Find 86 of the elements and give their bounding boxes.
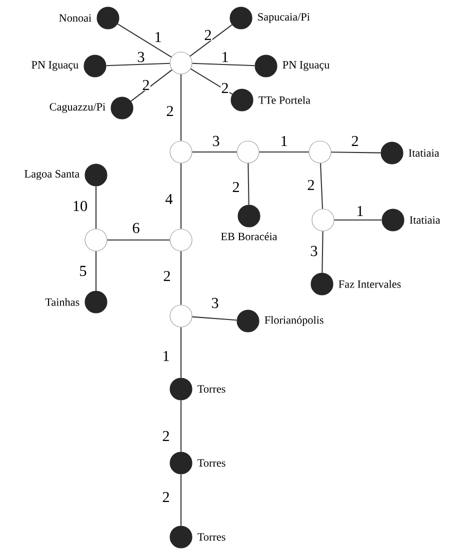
connecting-line [320, 163, 324, 209]
site-label: Torres [198, 459, 226, 467]
mutation-count: 2 [162, 270, 172, 282]
site-label: PN Iguaçu [282, 61, 330, 71]
mutation-count: 3 [310, 245, 318, 257]
haplotype-circle [84, 228, 108, 252]
connecting-line [180, 74, 182, 141]
site-label: Florianópolis [264, 316, 324, 326]
mutation-count: 2 [232, 181, 240, 193]
site-label: Lagoa Santa [24, 170, 80, 180]
site-label: PN Iguaçu [32, 61, 78, 71]
sample-circle [236, 310, 260, 332]
connecting-line [180, 251, 182, 305]
mutation-count: 1 [356, 205, 364, 217]
connecting-line [95, 251, 97, 291]
mutation-count: 6 [132, 222, 140, 234]
mutation-count: 1 [154, 31, 162, 43]
connecting-line [192, 316, 237, 321]
haplotype-circle [170, 228, 192, 252]
connecting-line [106, 62, 170, 66]
site-label: EB Boracéia [221, 232, 278, 240]
site-label: Torres [198, 533, 226, 541]
connecting-line [192, 62, 255, 66]
connecting-line [95, 186, 97, 229]
site-label: Nonoai [59, 14, 92, 22]
site-label: Faz Intervales [338, 280, 401, 288]
mutation-count: 2 [162, 430, 170, 442]
sample-circle [254, 54, 278, 78]
connecting-line [331, 152, 381, 154]
connecting-line [322, 231, 324, 273]
connecting-line [180, 327, 182, 378]
mutation-count: 3 [136, 51, 146, 63]
sample-circle [238, 204, 260, 228]
connecting-line [180, 163, 182, 229]
mutation-count: 2 [162, 491, 170, 503]
connecting-line [192, 151, 237, 153]
mutation-count: 5 [78, 265, 88, 277]
sample-circle [84, 54, 106, 78]
sample-circle [96, 6, 120, 30]
connecting-line [334, 219, 382, 221]
mutation-count: 2 [350, 135, 360, 147]
connecting-line [248, 163, 250, 205]
sample-circle [170, 378, 192, 400]
sample-circle [170, 452, 192, 474]
mutation-count: 4 [164, 193, 174, 205]
mutation-count: 10 [72, 200, 88, 212]
site-label: TTe Portela [258, 96, 310, 104]
site-label: Itatiaia [410, 216, 440, 224]
mutation-count: 2 [220, 82, 230, 94]
site-label: Caguazzu/Pi [50, 103, 106, 113]
haplotype-circle [170, 140, 192, 164]
connecting-line [180, 400, 182, 452]
site-label: Torres [198, 385, 226, 393]
connecting-line [117, 23, 172, 58]
sample-circle [310, 272, 334, 296]
site-label: Tainhas [45, 298, 80, 306]
haplotype-circle [170, 304, 192, 328]
mutation-count: 2 [204, 29, 212, 41]
mutation-count: 1 [280, 135, 288, 147]
mutation-count: 1 [220, 51, 230, 63]
haplotype-circle [312, 208, 334, 232]
mutation-count: 3 [212, 135, 220, 147]
mutation-count: 2 [142, 79, 150, 91]
sample-circle [170, 526, 192, 548]
sample-circle [84, 290, 108, 314]
sample-circle [84, 164, 108, 186]
connecting-line [259, 151, 309, 153]
sample-circle [382, 208, 404, 232]
sample-circle [230, 88, 254, 112]
connecting-line [190, 68, 233, 95]
haplotype-circle [308, 140, 332, 164]
site-label: Sapucaia/Pi [258, 13, 310, 23]
mutation-count: 1 [162, 350, 170, 362]
mutation-count: 2 [306, 179, 316, 191]
sample-circle [380, 142, 404, 164]
mutation-count: 2 [166, 105, 174, 117]
connecting-line [130, 69, 172, 102]
sample-circle [230, 6, 252, 30]
site-label: Itatiaia [408, 149, 440, 157]
sample-circle [110, 96, 134, 120]
connecting-line [190, 24, 232, 57]
mutation-count: 3 [210, 297, 220, 309]
haplotype-circle [170, 52, 192, 74]
connecting-line [107, 239, 170, 241]
haplotype-circle [236, 140, 260, 164]
connecting-line [180, 474, 182, 526]
